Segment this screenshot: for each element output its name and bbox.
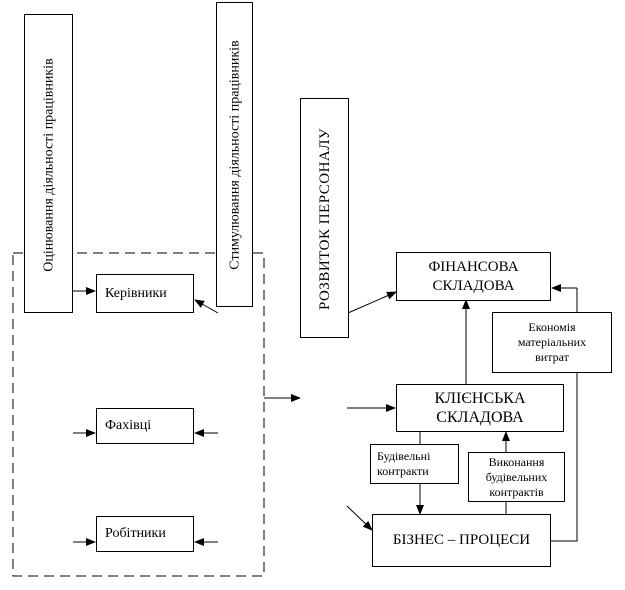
client-line2: СКЛАДОВА bbox=[436, 409, 524, 426]
economy-line1: Економія bbox=[528, 320, 576, 334]
development-label: РОЗВИТОК ПЕРСОНАЛУ bbox=[317, 127, 333, 311]
contracts-box: Будівельні контракти bbox=[370, 444, 459, 484]
development-box: РОЗВИТОК ПЕРСОНАЛУ bbox=[300, 98, 349, 338]
arrow-stimulation-to-managers bbox=[194, 299, 219, 314]
contracts-line2: контракти bbox=[377, 464, 429, 478]
workers-box: Робітники bbox=[96, 516, 194, 552]
execution-line3: контрактів bbox=[489, 484, 544, 499]
client-line1: КЛІЄНСЬКА bbox=[434, 390, 526, 407]
economy-line2: матеріальних bbox=[517, 335, 587, 349]
evaluation-box: Оцінювання діяльності працівників bbox=[24, 14, 73, 313]
financial-line2: СКЛАДОВА bbox=[432, 277, 515, 294]
stimulation-box: Стимулювання діяльності працівників bbox=[216, 2, 253, 307]
financial-line1: ФІНАНСОВА bbox=[428, 258, 519, 275]
execution-box: Виконання будівельних контрактів bbox=[468, 452, 565, 502]
specialists-label: Фахівці bbox=[105, 418, 152, 433]
arrow-to-business bbox=[346, 505, 373, 531]
economy-box: Економія матеріальних витрат bbox=[492, 312, 612, 373]
stimulation-label: Стимулювання діяльності працівників bbox=[227, 40, 243, 270]
workers-label: Робітники bbox=[105, 526, 166, 541]
contracts-line1: Будівельні bbox=[377, 449, 431, 463]
client-box: КЛІЄНСЬКА СКЛАДОВА bbox=[396, 384, 564, 432]
execution-line2: будівельних bbox=[485, 469, 548, 484]
execution-line1: Виконання bbox=[488, 454, 545, 469]
economy-line3: витрат bbox=[535, 350, 569, 364]
evaluation-label: Оцінювання діяльності працівників bbox=[41, 58, 57, 272]
specialists-box: Фахівці bbox=[96, 408, 194, 444]
business-box: БІЗНЕС – ПРОЦЕСИ bbox=[372, 514, 551, 567]
arrow-development-to-financial bbox=[347, 291, 397, 314]
financial-box: ФІНАНСОВА СКЛАДОВА bbox=[396, 252, 551, 301]
business-label: БІЗНЕС – ПРОЦЕСИ bbox=[392, 532, 531, 548]
managers-box: Керівники bbox=[96, 274, 194, 313]
managers-label: Керівники bbox=[105, 285, 167, 301]
